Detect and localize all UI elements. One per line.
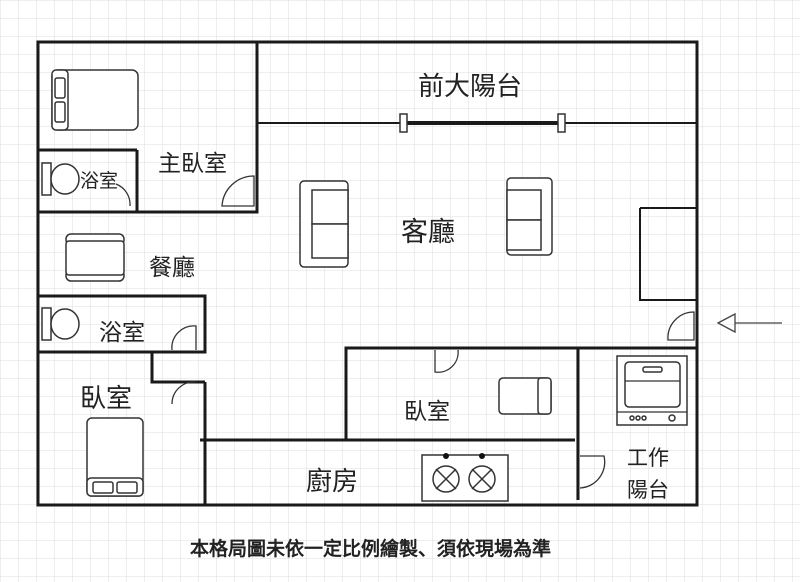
doors xyxy=(115,175,695,489)
room-label-front-balcony: 前大陽台 xyxy=(418,72,523,102)
room-label-utility-balcony-2: 陽台 xyxy=(627,478,669,502)
washing-machine-icon xyxy=(616,355,688,426)
furniture xyxy=(41,69,688,502)
bed-icon xyxy=(86,417,144,497)
sofa-icon xyxy=(299,180,349,268)
room-label-living-room: 客廳 xyxy=(401,217,455,248)
room-label-kitchen: 廚房 xyxy=(306,467,359,497)
room-label-bedroom-middle: 臥室 xyxy=(404,399,450,425)
room-label-utility-balcony-1: 工作 xyxy=(627,446,669,470)
disclaimer-caption: 本格局圖未依一定比例繪製、須依現場為準 xyxy=(190,538,552,560)
room-label-bath: 浴室 xyxy=(99,320,145,346)
stove-icon xyxy=(421,453,509,502)
room-label-master-bedroom: 主臥室 xyxy=(158,151,227,177)
toilet-icon xyxy=(41,162,80,196)
sofa-icon xyxy=(506,177,553,256)
room-label-bedroom-left: 臥室 xyxy=(80,384,133,414)
window xyxy=(399,113,566,133)
toilet-icon xyxy=(41,307,80,341)
bed-icon xyxy=(498,377,552,415)
dining-table-icon xyxy=(65,233,125,282)
room-label-master-bath: 浴室 xyxy=(80,170,119,192)
master-bed-icon xyxy=(51,69,139,131)
room-label-dining-room: 餐廳 xyxy=(149,255,195,281)
walls xyxy=(36,40,699,507)
entrance-arrow-icon xyxy=(716,312,782,334)
